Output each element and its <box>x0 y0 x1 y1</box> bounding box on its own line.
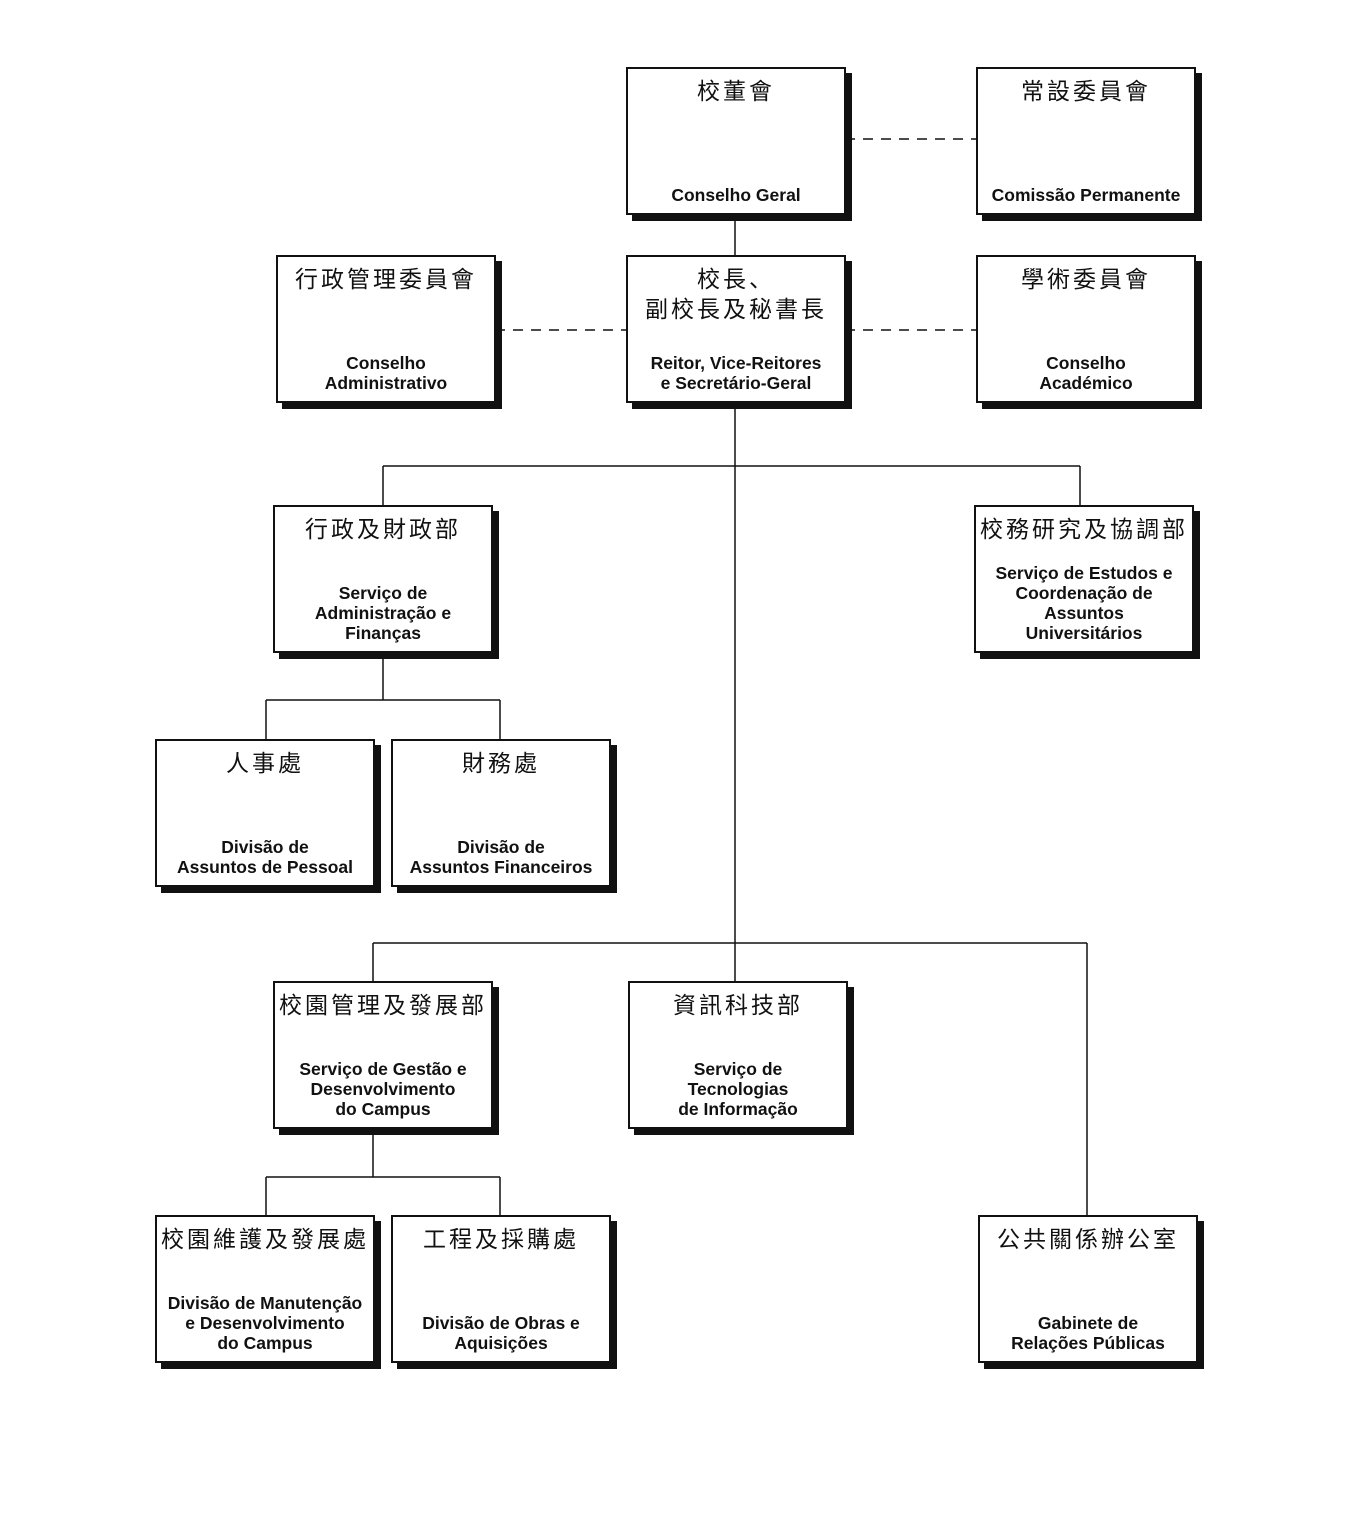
org-box-title-zh: 資訊科技部 <box>673 993 803 1019</box>
org-box-title-pt: Serviço de Tecnologias de Informação <box>678 1059 798 1119</box>
org-box-title-pt: Conselho Administrativo <box>324 353 448 393</box>
org-box-title-pt: Conselho Geral <box>671 185 801 205</box>
org-box-conselho-geral: 校董會 Conselho Geral <box>626 67 846 215</box>
org-box-title-zh: 公共關係辦公室 <box>997 1227 1179 1253</box>
org-box-conselho-administrativo: 行政管理委員會 Conselho Administrativo <box>276 255 496 403</box>
org-box-title-zh: 工程及採購處 <box>423 1227 579 1253</box>
org-box-servico-estudos: 校務研究及協調部 Serviço de Estudos e Coordenaçã… <box>974 505 1194 653</box>
org-box-comissao-permanente: 常設委員會 Comissão Permanente <box>976 67 1196 215</box>
org-box-reitor: 校長、 副校長及秘書長 Reitor, Vice-Reitores e Secr… <box>626 255 846 403</box>
org-box-title-zh: 行政及財政部 <box>305 517 461 543</box>
org-box-title-pt: Divisão de Manutenção e Desenvolvimento … <box>167 1293 363 1353</box>
org-box-divisao-manutencao: 校園維護及發展處 Divisão de Manutenção e Desenvo… <box>155 1215 375 1363</box>
org-box-servico-tecnologias: 資訊科技部 Serviço de Tecnologias de Informaç… <box>628 981 848 1129</box>
org-box-title-zh: 人事處 <box>226 751 304 777</box>
org-box-divisao-financeiros: 財務處 Divisão de Assuntos Financeiros <box>391 739 611 887</box>
org-box-servico-campus: 校園管理及發展部 Serviço de Gestão e Desenvolvim… <box>273 981 493 1129</box>
org-box-title-zh: 校園維護及發展處 <box>161 1227 369 1253</box>
org-box-title-pt: Conselho Académico <box>1039 353 1133 393</box>
org-box-title-pt: Gabinete de Relações Públicas <box>1011 1313 1165 1353</box>
org-box-title-pt: Divisão de Obras e Aquisições <box>422 1313 580 1353</box>
org-box-title-zh: 校長、 副校長及秘書長 <box>645 267 827 323</box>
org-box-title-zh: 財務處 <box>462 751 540 777</box>
org-box-title-zh: 校董會 <box>697 79 775 105</box>
org-box-title-zh: 常設委員會 <box>1021 79 1151 105</box>
org-box-title-pt: Comissão Permanente <box>991 185 1181 205</box>
org-box-gabinete-relacoes: 公共關係辦公室 Gabinete de Relações Públicas <box>978 1215 1198 1363</box>
org-box-divisao-pessoal: 人事處 Divisão de Assuntos de Pessoal <box>155 739 375 887</box>
org-box-servico-administracao: 行政及財政部 Serviço de Administração e Finanç… <box>273 505 493 653</box>
org-box-title-pt: Reitor, Vice-Reitores e Secretário-Geral <box>650 353 822 393</box>
org-box-title-zh: 學術委員會 <box>1021 267 1151 293</box>
org-box-conselho-academico: 學術委員會 Conselho Académico <box>976 255 1196 403</box>
org-box-title-pt: Serviço de Gestão e Desenvolvimento do C… <box>299 1059 467 1119</box>
org-box-title-pt: Serviço de Estudos e Coordenação de Assu… <box>995 563 1173 643</box>
org-box-title-pt: Divisão de Assuntos de Pessoal <box>176 837 354 877</box>
org-box-title-zh: 校園管理及發展部 <box>279 993 487 1019</box>
org-box-title-pt: Divisão de Assuntos Financeiros <box>409 837 593 877</box>
org-box-title-zh: 行政管理委員會 <box>295 267 477 293</box>
org-box-title-pt: Serviço de Administração e Finanças <box>314 583 452 643</box>
org-box-title-zh: 校務研究及協調部 <box>980 517 1188 543</box>
org-box-divisao-obras: 工程及採購處 Divisão de Obras e Aquisições <box>391 1215 611 1363</box>
